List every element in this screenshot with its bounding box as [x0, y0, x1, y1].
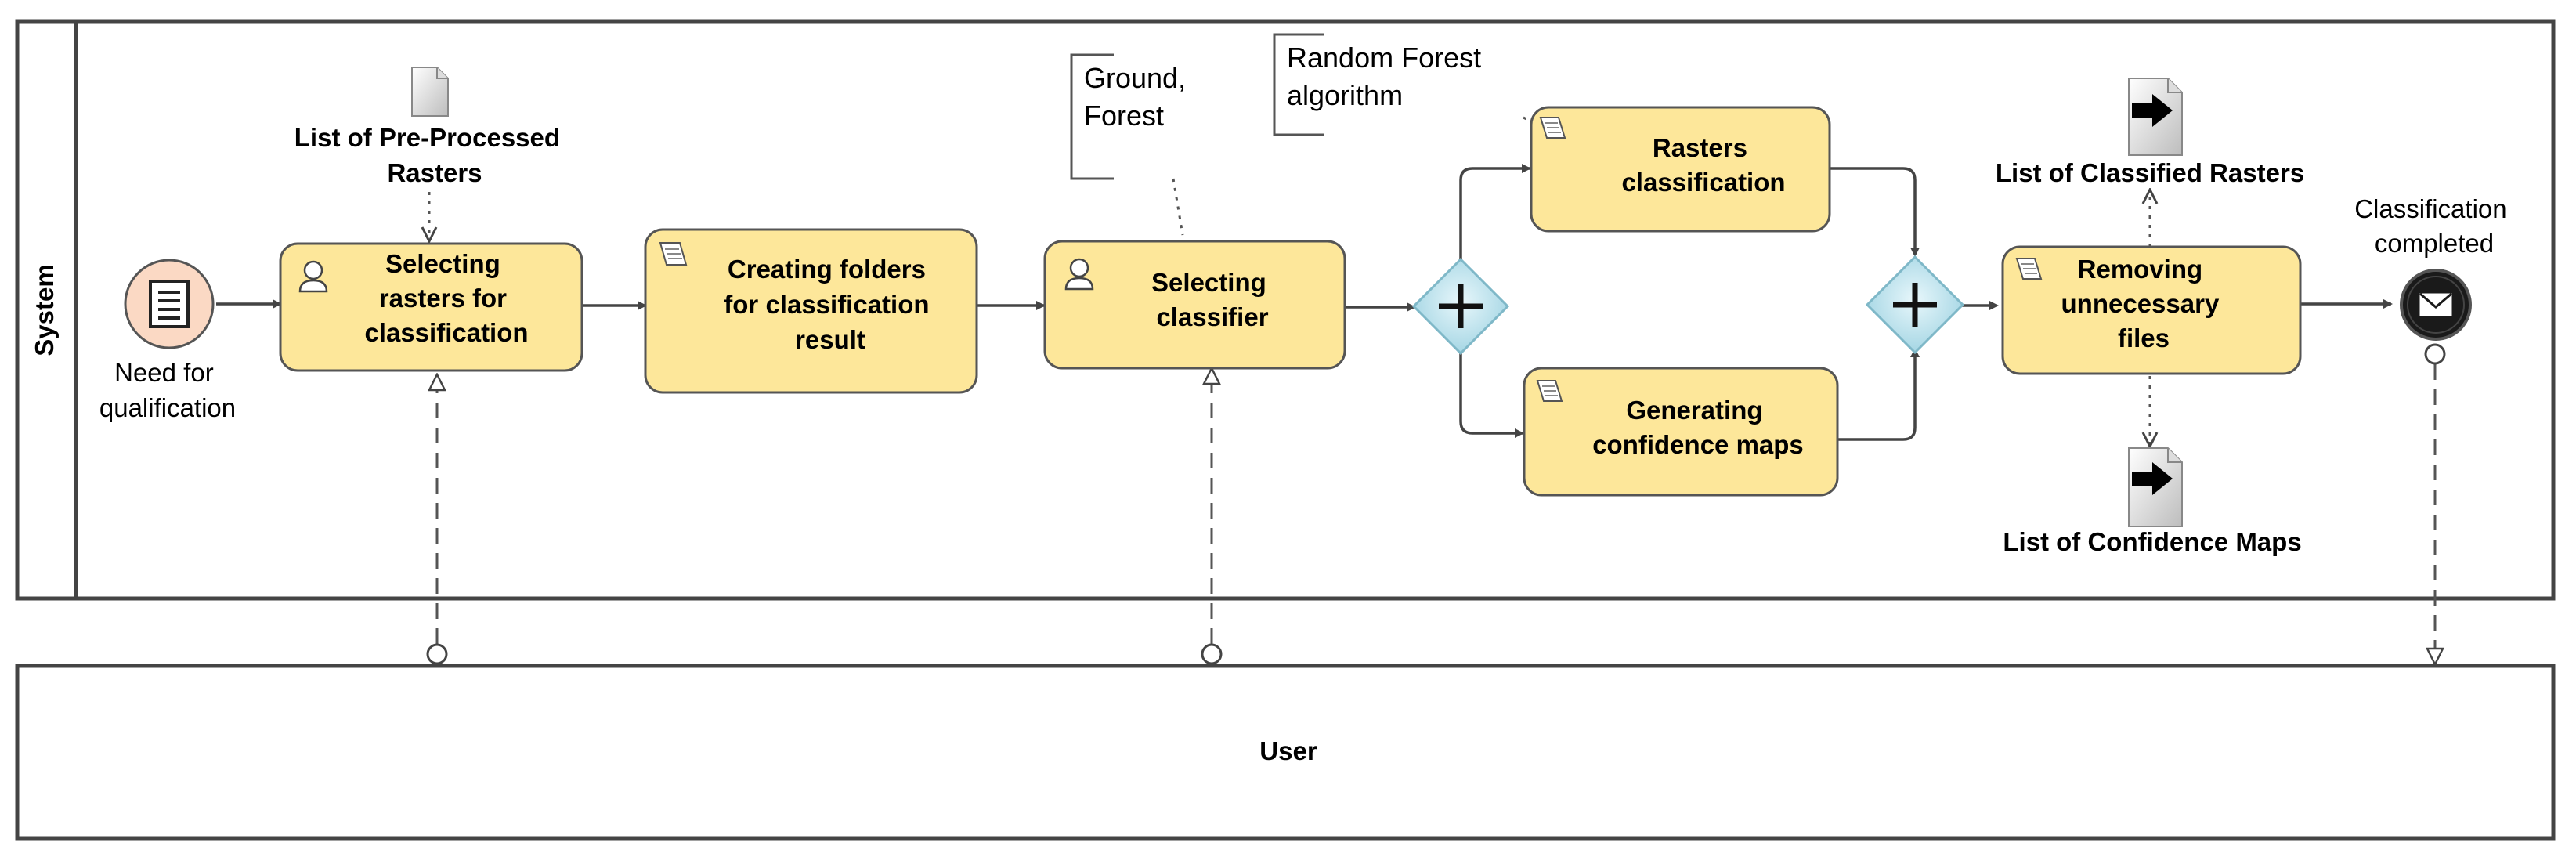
system-pool: System [15, 19, 2556, 601]
task-creating-folders-line-2: for classification [724, 290, 929, 319]
parallel-gateway-join[interactable] [1865, 255, 1965, 355]
annotation-random-forest: Random Forest algorithm [1273, 33, 1489, 136]
start-event-label-1: Need for [114, 358, 214, 387]
start-event[interactable]: Need for qualification [99, 259, 236, 422]
confidence-maps-label: List of Confidence Maps [2003, 527, 2301, 556]
svg-text:Need for qualification: Need for qualification [99, 358, 236, 422]
parallel-gateway-split[interactable] [1411, 257, 1510, 356]
envelope-icon [2419, 292, 2452, 316]
data-object-pre-processed-rasters[interactable]: List of Pre-Processed Rasters [294, 67, 567, 187]
svg-text:Selecting classifier: Selecting classifier [1151, 268, 1274, 331]
task-rasters-classification-line-1: Rasters [1653, 133, 1747, 162]
annotation-ground-forest-line-2: Forest [1084, 99, 1164, 132]
task-selecting-classifier-line-1: Selecting [1151, 268, 1266, 297]
user-pool: User [15, 664, 2556, 841]
script-task-icon [2015, 258, 2043, 280]
task-selecting-rasters[interactable]: Selecting rasters for classification [279, 242, 583, 372]
sequence-flows [216, 164, 2393, 441]
task-selecting-rasters-line-1: Selecting [385, 249, 500, 278]
task-selecting-classifier-line-2: classifier [1156, 302, 1268, 331]
system-pool-label: System [30, 264, 59, 356]
classified-rasters-label: List of Classified Rasters [1996, 158, 2304, 187]
user-task-icon [1064, 258, 1094, 291]
task-selecting-classifier[interactable]: Selecting classifier [1043, 240, 1346, 370]
task-rasters-classification-line-2: classification [1621, 168, 1785, 197]
svg-text:Ground, Forest: Ground, Forest [1084, 62, 1194, 132]
script-task-icon [1536, 380, 1563, 402]
task-selecting-rasters-line-3: classification [364, 318, 528, 347]
task-removing-files-line-3: files [2118, 324, 2170, 353]
svg-text:Generating confidence ma: Generating confidence maps [1592, 396, 1804, 459]
message-flows [426, 343, 2446, 664]
svg-text:Rasters classification: Rasters classification [1621, 133, 1785, 197]
script-task-icon [1539, 117, 1566, 139]
data-object-confidence-maps[interactable]: List of Confidence Maps [2003, 447, 2302, 556]
task-selecting-rasters-line-2: rasters for [379, 284, 507, 313]
task-creating-folders-line-1: Creating folders [728, 255, 926, 284]
end-event-label-2: completed [2375, 229, 2494, 258]
svg-text:Creating folders for cla: Creating folders for classification resu… [724, 255, 936, 354]
task-generating-confidence-line-2: confidence maps [1592, 430, 1804, 459]
task-removing-files-line-1: Removing [2078, 255, 2203, 284]
message-list-icon [149, 280, 190, 328]
task-generating-confidence-line-1: Generating [1626, 396, 1762, 425]
user-pool-label: User [1259, 736, 1317, 765]
svg-text:Removing unnecessary: Removing unnecessary files [2061, 255, 2227, 353]
task-rasters-classification[interactable]: Rasters classification [1530, 106, 1831, 233]
task-creating-folders[interactable]: Creating folders for classification resu… [644, 228, 978, 394]
annotation-random-forest-line-1: Random Forest [1287, 42, 1481, 74]
annotation-ground-forest: Ground, Forest [1070, 53, 1194, 180]
data-output-icon [2128, 78, 2183, 156]
end-event[interactable]: Classification completed [2354, 194, 2514, 341]
user-task-icon [298, 260, 328, 293]
svg-text:Selecting rasters for: Selecting rasters for classification [364, 249, 528, 347]
pre-processed-label-2: Rasters [387, 158, 482, 187]
task-removing-files-line-2: unnecessary [2061, 289, 2220, 318]
svg-text:Random Forest algorithm: Random Forest algorithm [1287, 42, 1489, 111]
annotation-ground-forest-line-1: Ground, [1084, 62, 1186, 94]
task-creating-folders-line-3: result [795, 325, 865, 354]
start-event-label-2: qualification [99, 393, 236, 422]
pre-processed-label-1: List of Pre-Processed [294, 123, 560, 152]
script-task-icon [659, 242, 688, 266]
data-input-icon [411, 67, 449, 117]
task-generating-confidence-maps[interactable]: Generating confidence maps [1523, 367, 1839, 497]
svg-text:List of Pre-Processed Ra: List of Pre-Processed Rasters [294, 123, 567, 187]
svg-text:Classification completed: Classification completed [2354, 194, 2514, 258]
annotation-random-forest-line-2: algorithm [1287, 79, 1403, 111]
data-object-classified-rasters[interactable]: List of Classified Rasters [1996, 78, 2304, 187]
task-removing-files[interactable]: Removing unnecessary files [2001, 245, 2302, 375]
end-event-label-1: Classification [2354, 194, 2506, 223]
data-output-icon [2128, 447, 2183, 527]
